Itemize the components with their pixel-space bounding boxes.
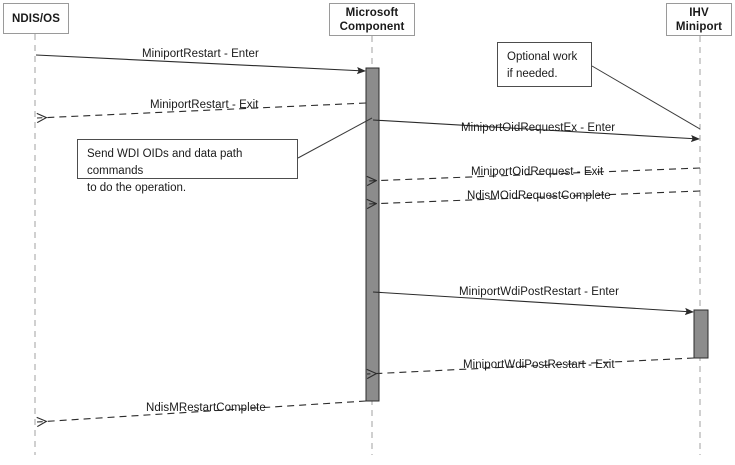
msg-ndis-m-oid-request-complete-label: NdisMOidRequestComplete <box>467 190 611 202</box>
activation-ihv-miniport[interactable] <box>693 309 709 359</box>
lifeline-header-microsoft-component[interactable]: Microsoft Component <box>329 3 415 36</box>
note-connectors-layer <box>297 65 701 159</box>
msg-ndis-m-oid-request-complete-arrow[interactable] <box>367 190 701 204</box>
msg-miniport-restart-exit-arrow[interactable] <box>37 102 367 118</box>
note-optional-work-connector <box>591 65 701 130</box>
msg-miniport-wdi-post-restart-exit-label: MiniportWdiPostRestart - Exit <box>463 359 615 371</box>
note-text-line1: Optional work <box>507 51 578 63</box>
message-arrows-layer <box>35 54 701 422</box>
note-send-wdi-oids-connector <box>297 117 373 159</box>
activations-layer <box>365 67 709 402</box>
lifeline-label-line2: Component <box>339 20 405 33</box>
msg-miniport-wdi-post-restart-enter-label: MiniportWdiPostRestart - Enter <box>459 286 619 298</box>
note-text-line2: to do the operation. <box>87 182 187 194</box>
msg-miniport-wdi-post-restart-enter-arrow[interactable] <box>372 291 694 316</box>
msg-miniport-wdi-post-restart-exit-arrow[interactable] <box>367 357 695 374</box>
lifeline-label-line1: Microsoft <box>345 6 399 19</box>
note-text-line2: if needed. <box>507 68 558 80</box>
msg-ndis-m-restart-complete-label: NdisMRestartComplete <box>146 402 266 414</box>
msg-miniport-restart-exit-label: MiniportRestart - Exit <box>150 99 259 111</box>
lifeline-label-line2: Miniport <box>675 20 723 33</box>
lifeline-header-ndis-os[interactable]: NDIS/OS <box>3 3 69 34</box>
msg-miniport-oid-request-exit-arrow[interactable] <box>367 167 701 181</box>
msg-miniport-restart-enter-arrow[interactable] <box>35 54 366 75</box>
activation-microsoft-component[interactable] <box>365 67 380 402</box>
lifeline-header-ihv-miniport[interactable]: IHV Miniport <box>666 3 732 36</box>
msg-miniport-oid-request-ex-enter-label: MiniportOidRequestEx - Enter <box>461 122 616 134</box>
lifeline-label-ndis-os: NDIS/OS <box>12 12 60 25</box>
lifeline-label-ihv-miniport: IHV Miniport <box>676 6 722 34</box>
note-send-wdi-oids: Send WDI OIDs and data path commands to … <box>77 139 298 194</box>
lifeline-label-line1: IHV <box>689 6 709 19</box>
msg-miniport-restart-enter-label: MiniportRestart - Enter <box>142 48 259 60</box>
lifeline-label-microsoft-component: Microsoft Component <box>340 6 405 34</box>
note-optional-work: Optional work if needed. <box>497 42 592 87</box>
msg-miniport-oid-request-ex-enter-arrow[interactable] <box>372 119 700 143</box>
msg-ndis-m-restart-complete-arrow[interactable] <box>37 400 367 422</box>
msg-miniport-oid-request-exit-label: MiniportOidRequest - Exit <box>471 166 604 178</box>
note-text-line1: Send WDI OIDs and data path commands <box>87 148 243 177</box>
